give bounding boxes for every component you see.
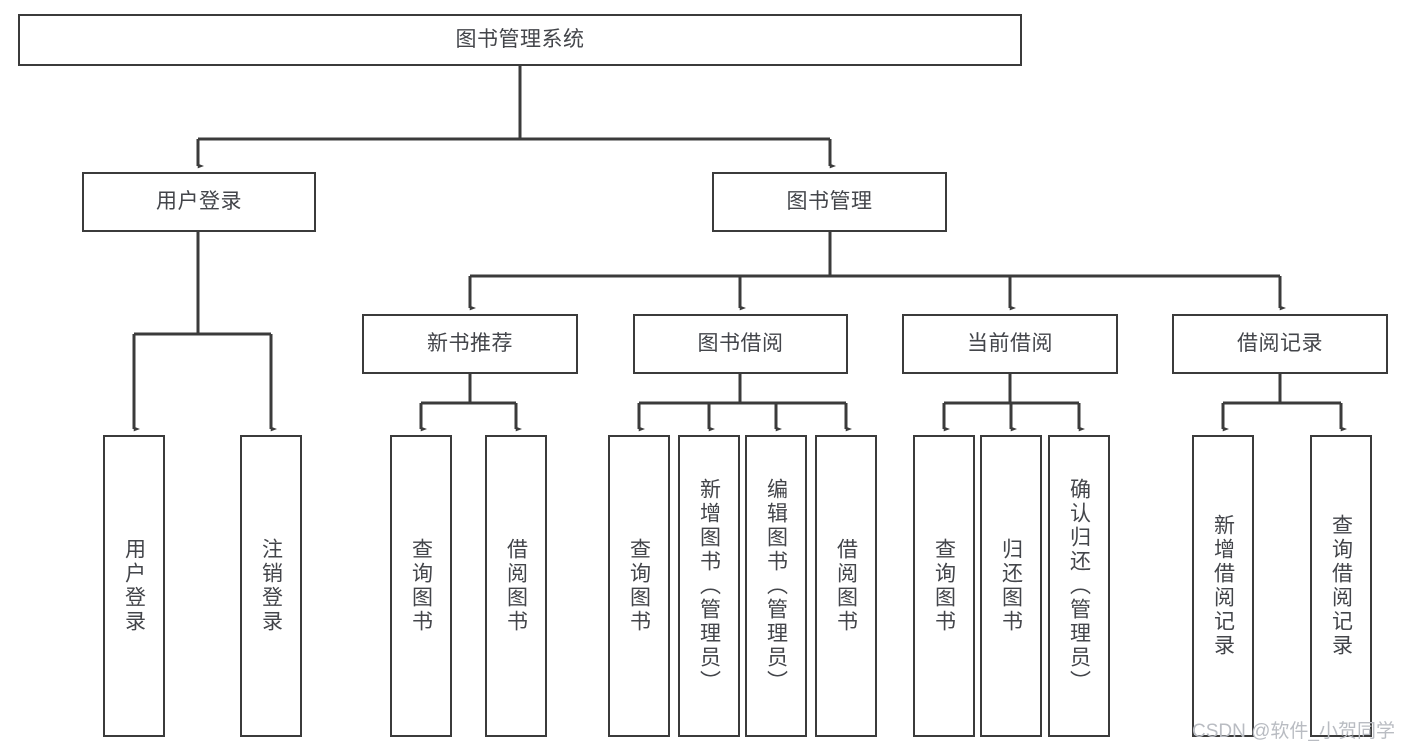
node-leaf-query-book-recommend[interactable]: 查询图书 bbox=[390, 435, 452, 737]
node-new-book-recommend[interactable]: 新书推荐 bbox=[362, 314, 578, 374]
node-label: 图书借阅 bbox=[697, 331, 784, 355]
node-label: 借阅图书 bbox=[834, 538, 858, 634]
node-leaf-return-book[interactable]: 归还图书 bbox=[980, 435, 1042, 737]
node-label: 当前借阅 bbox=[967, 331, 1053, 355]
node-label: 用户登录 bbox=[156, 189, 242, 213]
node-leaf-query-book-borrow[interactable]: 查询图书 bbox=[608, 435, 670, 737]
node-label: 注销登录 bbox=[259, 538, 283, 634]
node-label: 查询图书 bbox=[932, 538, 956, 634]
node-leaf-edit-book-admin[interactable]: 编辑图书（管理员） bbox=[745, 435, 807, 737]
node-label: 借阅图书 bbox=[504, 538, 528, 634]
node-leaf-query-borrow-record[interactable]: 查询借阅记录 bbox=[1310, 435, 1372, 737]
node-root-system[interactable]: 图书管理系统 bbox=[18, 14, 1022, 66]
node-label: 归还图书 bbox=[999, 538, 1023, 634]
node-label: 编辑图书（管理员） bbox=[764, 478, 788, 694]
node-book-borrow[interactable]: 图书借阅 bbox=[633, 314, 848, 374]
csdn-watermark: CSDN @软件_小贺同学 bbox=[1192, 721, 1395, 742]
node-leaf-logout[interactable]: 注销登录 bbox=[240, 435, 302, 737]
node-book-management[interactable]: 图书管理 bbox=[712, 172, 947, 232]
node-current-borrow[interactable]: 当前借阅 bbox=[902, 314, 1118, 374]
node-leaf-user-login[interactable]: 用户登录 bbox=[103, 435, 165, 737]
node-leaf-add-book-admin[interactable]: 新增图书（管理员） bbox=[678, 435, 740, 737]
node-label: 新增图书（管理员） bbox=[697, 478, 721, 694]
node-borrow-record[interactable]: 借阅记录 bbox=[1172, 314, 1388, 374]
node-leaf-add-borrow-record[interactable]: 新增借阅记录 bbox=[1192, 435, 1254, 737]
node-leaf-confirm-return-admin[interactable]: 确认归还（管理员） bbox=[1048, 435, 1110, 737]
node-label: 用户登录 bbox=[122, 538, 146, 634]
node-label: 借阅记录 bbox=[1237, 331, 1323, 355]
node-label: 新增借阅记录 bbox=[1211, 514, 1235, 658]
node-label: 图书管理系统 bbox=[455, 27, 585, 51]
node-label: 图书管理 bbox=[786, 189, 873, 213]
node-leaf-borrow-book[interactable]: 借阅图书 bbox=[815, 435, 877, 737]
node-leaf-query-book-current[interactable]: 查询图书 bbox=[913, 435, 975, 737]
node-label: 新书推荐 bbox=[427, 331, 513, 355]
node-label: 查询图书 bbox=[409, 538, 433, 634]
node-label: 查询借阅记录 bbox=[1329, 514, 1353, 658]
node-label: 查询图书 bbox=[627, 538, 651, 634]
node-leaf-borrow-book-recommend[interactable]: 借阅图书 bbox=[485, 435, 547, 737]
node-label: 确认归还（管理员） bbox=[1067, 478, 1091, 694]
node-user-login[interactable]: 用户登录 bbox=[82, 172, 316, 232]
